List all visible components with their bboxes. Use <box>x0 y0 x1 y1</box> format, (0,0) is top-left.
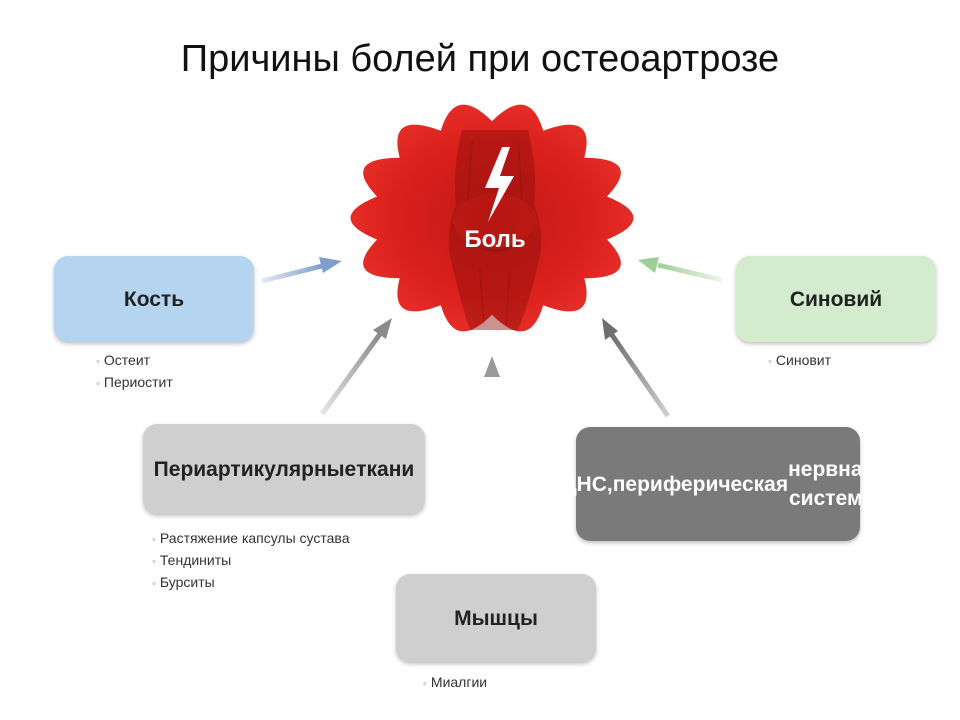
synovium-label-line: Синовий <box>789 287 883 311</box>
bone-bullet-list: ОстеитПериостит <box>96 350 173 394</box>
page-title: Причины болей при остеоартрозе <box>180 38 780 80</box>
bone-bullet-item: Остеит <box>96 350 173 372</box>
synovium-box: Синовий <box>736 256 936 342</box>
periarticular-bullet-list: Растяжение капсулы суставаТендинитыБурси… <box>152 528 350 594</box>
cns-label-line: нервная система <box>788 458 875 510</box>
muscles-bullet-list: Миалгии <box>423 672 487 694</box>
pain-label: Боль <box>464 226 526 253</box>
muscles-box: Мышцы <box>396 574 596 662</box>
arrow-cns-to-pain <box>602 318 671 418</box>
muscles-label-line: Мышцы <box>454 606 538 630</box>
synovium-bullet-list: Синовит <box>768 350 831 372</box>
arrow-muscles-to-pain <box>484 356 500 556</box>
periarticular-label-line: Периартикулярные <box>153 457 357 481</box>
muscles-bullet-item: Миалгии <box>423 672 487 694</box>
periarticular-bullet-item: Растяжение капсулы сустава <box>152 528 350 550</box>
cns-label-line: ЦНС, <box>561 472 613 496</box>
bone-box: Кость <box>54 256 254 342</box>
bone-label-line: Кость <box>123 287 185 311</box>
lightning-icon <box>485 147 514 222</box>
arrow-synovium-to-pain <box>638 257 723 283</box>
periarticular-bullet-item: Тендиниты <box>152 550 350 572</box>
bone-bullet-item: Периостит <box>96 372 173 394</box>
periarticular-label-line: ткани <box>356 457 415 481</box>
arrow-bone-to-pain <box>261 257 342 284</box>
knee-joint-illustration <box>448 130 542 330</box>
pain-burst <box>350 104 634 332</box>
arrow-periarticular-to-pain <box>319 318 392 416</box>
periarticular-bullet-item: Бурситы <box>152 572 350 594</box>
synovium-bullet-item: Синовит <box>768 350 831 372</box>
cns-label-line: периферическая <box>612 472 789 496</box>
